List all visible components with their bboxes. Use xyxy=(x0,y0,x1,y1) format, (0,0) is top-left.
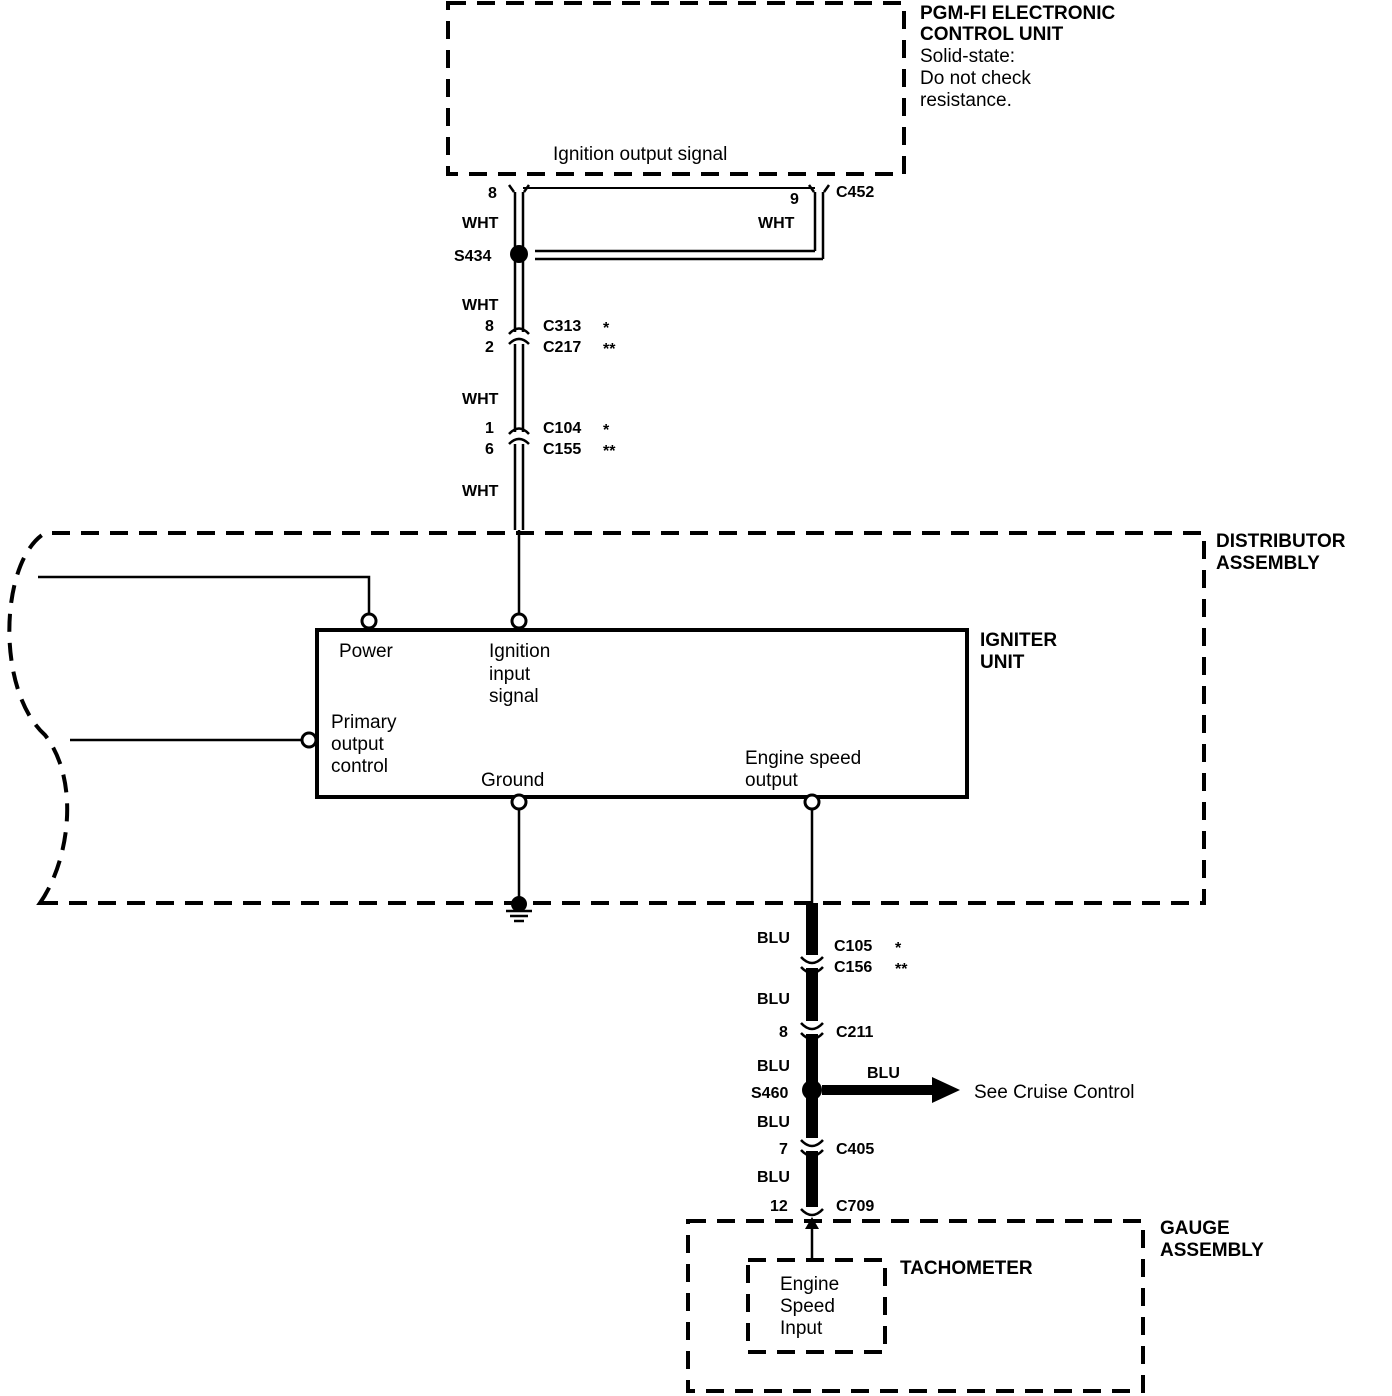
c104-c155-connector xyxy=(508,427,530,445)
ecu-title-line1: PGM-FI ELECTRONIC xyxy=(920,3,1116,24)
wht-wire-branch xyxy=(535,192,825,261)
wht-label-3: WHT xyxy=(462,297,499,314)
blu-wire-group: BLU C105 * C156 ** BLU 8 C211 BLU S460 B… xyxy=(751,903,1135,1260)
c217-label: C217 xyxy=(543,339,581,356)
blu-label-3: BLU xyxy=(757,1058,790,1075)
blu-label-1: BLU xyxy=(757,930,790,947)
igniter-title-line2: UNIT xyxy=(980,652,1025,673)
power-feed-line xyxy=(38,575,371,613)
c217-mark: ** xyxy=(603,341,616,358)
power-terminal xyxy=(360,612,378,630)
gauge-title-line1: GAUGE xyxy=(1160,1218,1230,1239)
c405-connector xyxy=(800,1138,824,1158)
s434-label: S434 xyxy=(454,248,491,265)
c105-c156-connector xyxy=(800,955,824,975)
eso-line2: output xyxy=(745,770,799,791)
c313-c217-connector xyxy=(508,327,530,345)
c313-label: C313 xyxy=(543,318,581,335)
igniter-title-line1: IGNITER xyxy=(980,630,1057,651)
ground-symbol xyxy=(506,896,532,923)
c105-mark: * xyxy=(895,940,902,957)
ign-input-line2: input xyxy=(489,664,531,685)
blu-label-2: BLU xyxy=(757,991,790,1008)
c211-label: C211 xyxy=(836,1024,873,1041)
eso-line1: Engine speed xyxy=(745,748,861,769)
prim-line1: Primary xyxy=(331,712,397,733)
ecu-note-line2: Do not check xyxy=(920,68,1031,89)
c405-label: C405 xyxy=(836,1141,874,1158)
power-label: Power xyxy=(339,641,394,662)
prim-line3: control xyxy=(331,756,388,777)
c104-pin: 1 xyxy=(485,420,494,437)
wht-label-4: WHT xyxy=(462,391,499,408)
ecu-note-line1: Solid-state: xyxy=(920,46,1015,67)
s460-label: S460 xyxy=(751,1085,788,1102)
ign-input-line1: Ignition xyxy=(489,641,550,662)
tach-input-line1: Engine xyxy=(780,1274,839,1295)
c156-mark: ** xyxy=(895,961,908,978)
c104-label: C104 xyxy=(543,420,581,437)
blu-branch-arrowhead xyxy=(932,1077,960,1103)
c217-pin: 2 xyxy=(485,339,494,356)
c452-pin-left: 8 xyxy=(488,185,497,202)
cruise-control-label: See Cruise Control xyxy=(974,1082,1135,1103)
c452-pin-right: 9 xyxy=(790,191,799,208)
blu-label-4: BLU xyxy=(757,1114,790,1131)
distributor-title-line1: DISTRIBUTOR xyxy=(1216,531,1346,552)
wht-label-2: WHT xyxy=(758,215,795,232)
blu-label-5: BLU xyxy=(757,1169,790,1186)
ecu-signal-label: Ignition output signal xyxy=(553,144,727,165)
ground-label: Ground xyxy=(481,770,544,791)
c405-pin: 7 xyxy=(779,1141,788,1158)
c452-label: C452 xyxy=(836,184,874,201)
blu-branch-label: BLU xyxy=(867,1065,900,1082)
c313-mark: * xyxy=(603,320,610,337)
tach-input-line3: Input xyxy=(780,1318,823,1339)
c211-connector xyxy=(800,1021,824,1041)
c155-label: C155 xyxy=(543,441,581,458)
igniter-outline xyxy=(315,628,969,799)
ground-terminal xyxy=(510,793,528,811)
gauge-outline xyxy=(686,1219,1145,1393)
igniter-block: IGNITER UNIT Power Ignition input signal… xyxy=(300,612,1057,811)
ecu-note-line3: resistance. xyxy=(920,90,1012,111)
c709-pin: 12 xyxy=(770,1198,788,1215)
ecu-outline xyxy=(446,1,906,176)
tachometer-outline xyxy=(746,1258,887,1354)
s460-splice-dot xyxy=(802,1080,822,1100)
primary-output-terminal xyxy=(300,731,318,749)
c155-mark: ** xyxy=(603,443,616,460)
distributor-title-line2: ASSEMBLY xyxy=(1216,553,1320,574)
c709-connector xyxy=(800,1207,824,1217)
prim-line2: output xyxy=(331,734,385,755)
c313-pin: 8 xyxy=(485,318,494,335)
wht-label-1: WHT xyxy=(462,215,499,232)
c211-pin: 8 xyxy=(779,1024,788,1041)
gauge-block: GAUGE ASSEMBLY TACHOMETER Engine Speed I… xyxy=(686,1218,1264,1393)
ign-input-line3: signal xyxy=(489,686,539,707)
eso-terminal xyxy=(803,793,821,811)
tachometer-label: TACHOMETER xyxy=(900,1258,1033,1279)
ecu-title-line2: CONTROL UNIT xyxy=(920,24,1064,45)
wht-wire-group: 8 9 C452 WHT WHT S434 WHT 8 C313 * 2 C21… xyxy=(454,184,874,615)
c709-label: C709 xyxy=(836,1198,874,1215)
c105-label: C105 xyxy=(834,938,872,955)
ecu-block: PGM-FI ELECTRONIC CONTROL UNIT Solid-sta… xyxy=(446,1,1116,176)
tach-input-line2: Speed xyxy=(780,1296,835,1317)
c104-mark: * xyxy=(603,422,610,439)
wht-label-5: WHT xyxy=(462,483,499,500)
ignition-input-terminal xyxy=(510,612,528,630)
gauge-title-line2: ASSEMBLY xyxy=(1160,1240,1264,1261)
distributor-block: DISTRIBUTOR ASSEMBLY xyxy=(7,531,1346,905)
distributor-outline xyxy=(7,531,1206,905)
s434-splice-dot xyxy=(510,245,528,263)
c156-label: C156 xyxy=(834,959,872,976)
c155-pin: 6 xyxy=(485,441,494,458)
